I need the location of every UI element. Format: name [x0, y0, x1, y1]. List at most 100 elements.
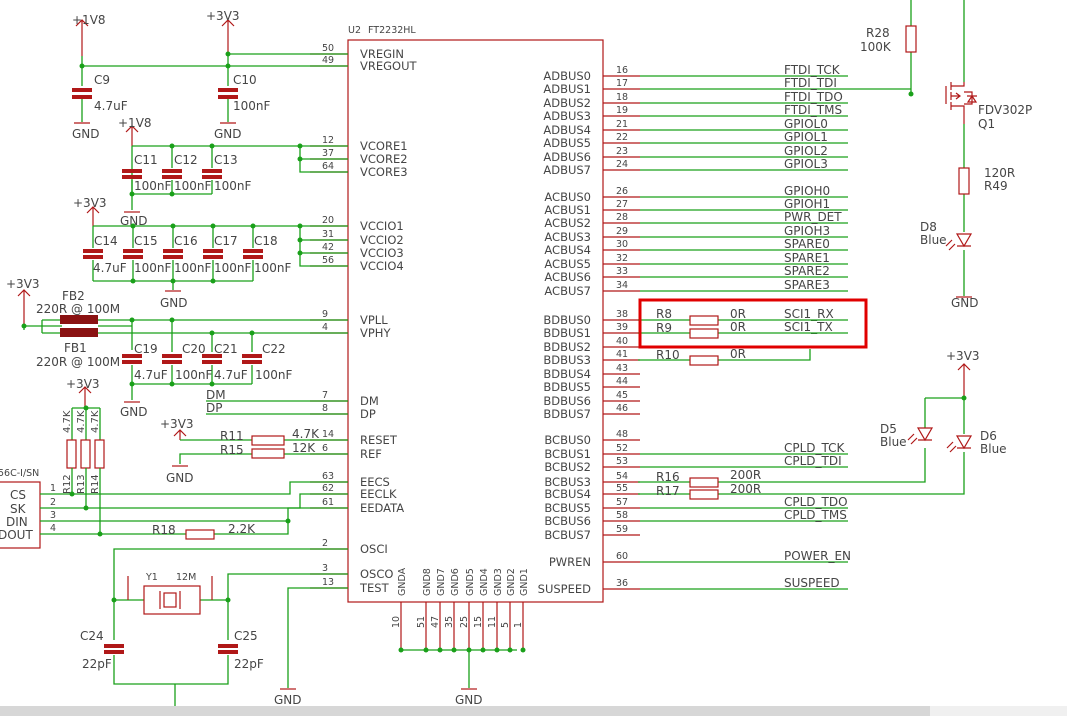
- gnd-vcore-label: GND: [120, 214, 148, 228]
- pin-name-acbus2: ACBUS2: [544, 216, 591, 230]
- pin-num-gnda: 10: [391, 616, 402, 628]
- pin-name-vregin: VREGIN: [360, 47, 404, 61]
- pin-name-bdbus7: BDBUS7: [543, 407, 591, 421]
- pin-name-gnd2: GND2: [506, 568, 517, 596]
- pin-num-bcbus0: 48: [616, 429, 628, 440]
- scrollbar-thumb[interactable]: [930, 706, 1067, 716]
- pin-name-dp: DP: [360, 407, 376, 421]
- pin-name-vcore3: VCORE3: [360, 165, 408, 179]
- pin-num-vccio2: 31: [322, 229, 334, 240]
- pin-name-eecs: EECS: [360, 475, 390, 489]
- c9-ref: C9: [94, 73, 110, 87]
- pin-num-vccio1: 20: [322, 215, 334, 226]
- gnd-junction-gnd1: [520, 647, 526, 653]
- power-1v8-label: +1V8: [72, 13, 106, 27]
- pin-name-bcbus0: BCBUS0: [544, 433, 591, 447]
- pin-num-bcbus7: 59: [616, 524, 628, 535]
- eeprom-num-1: 1: [50, 483, 56, 494]
- net-label-gpiol2: GPIOL2: [784, 144, 828, 158]
- net-label-spare1: SPARE1: [784, 251, 830, 265]
- pin-num-adbus7: 24: [616, 159, 628, 170]
- net-label-cpld-tms: CPLD_TMS: [784, 508, 847, 522]
- c12-ref: C12: [174, 153, 198, 167]
- pin-name-bdbus3: BDBUS3: [543, 353, 591, 367]
- c11-value: 100nF: [134, 179, 172, 193]
- pin-name-bdbus1: BDBUS1: [543, 326, 591, 340]
- c17-value: 100nF: [214, 261, 252, 275]
- pin-num-bdbus1: 39: [616, 322, 628, 333]
- q1-ref: Q1: [978, 117, 995, 131]
- r16-ref: R16: [656, 470, 680, 484]
- pin-name-bdbus2: BDBUS2: [543, 340, 591, 354]
- pin-num-vpll: 9: [322, 309, 328, 320]
- r18-value: 2.2K: [228, 522, 256, 536]
- net-label-spare2: SPARE2: [784, 264, 830, 278]
- pin-num-gnd6: 35: [444, 616, 455, 628]
- r17-value: 200R: [730, 482, 761, 496]
- c20-value: 100nF: [175, 368, 213, 382]
- vccio-decoupling: +3V3 C14 C15 C16 C17 C18 4.7uF 100nF 100…: [73, 196, 348, 310]
- horizontal-scrollbar[interactable]: [0, 706, 1067, 716]
- c24-ref: C24: [80, 629, 104, 643]
- pin-num-adbus6: 23: [616, 146, 628, 157]
- pin-name-adbus4: ADBUS4: [543, 123, 591, 137]
- eeprom-pin-dout: DOUT: [0, 528, 33, 542]
- d8-color: Blue: [920, 233, 947, 247]
- pin-num-gnd4: 15: [473, 616, 484, 628]
- r9-ref: R9: [656, 321, 672, 335]
- pin-num-vcore2: 37: [322, 148, 334, 159]
- pin-num-acbus2: 28: [616, 212, 628, 223]
- r10-value: 0R: [730, 347, 746, 361]
- pin-num-acbus4: 30: [616, 239, 628, 250]
- r17-ref: R17: [656, 484, 680, 498]
- bdbus-resistors: R8 0R R9 0R R10 0R R16 200R R17 200R: [638, 307, 965, 500]
- power-3v3-eeprom-label: +3V3: [66, 377, 100, 391]
- pin-num-acbus5: 32: [616, 253, 628, 264]
- c11-ref: C11: [134, 153, 158, 167]
- net-label-cpld-tdo: CPLD_TDO: [784, 495, 848, 509]
- pin-name-gnda: GNDA: [397, 567, 408, 596]
- pin-name-eedata: EEDATA: [360, 501, 404, 515]
- pin-num-gnd7: 47: [430, 616, 441, 628]
- gnd-ref-label: GND: [166, 471, 194, 485]
- vcore-decoupling: +1V8 C11 C12 C13 100nF 100nF 100nF GND: [118, 116, 348, 228]
- pin-num-vcore3: 64: [322, 161, 334, 172]
- pin-name-gnd6: GND6: [450, 568, 461, 596]
- eeprom-part: 56C-I/SN: [0, 468, 39, 479]
- pin-num-ref: 6: [322, 443, 328, 454]
- y1-value: 12M: [176, 572, 196, 583]
- net-label-gpioh1: GPIOH1: [784, 197, 830, 211]
- c18-value: 100nF: [254, 261, 292, 275]
- power-regin-section: +1V8 +3V3 C9 4.7uF C10 100nF GND GND: [72, 9, 348, 141]
- cpld-led-section: +3V3 D5 Blue D6 Blue: [880, 349, 1007, 456]
- net-label-power-en: POWER_EN: [784, 549, 851, 563]
- gnd-test-label: GND: [274, 693, 302, 707]
- pin-name-ref: REF: [360, 447, 382, 461]
- pin-name-vpll: VPLL: [360, 313, 388, 327]
- net-label-gpiol3: GPIOL3: [784, 157, 828, 171]
- pin-name-bcbus7: BCBUS7: [544, 528, 591, 542]
- c22-value: 100nF: [255, 368, 293, 382]
- pin-name-vccio1: VCCIO1: [360, 219, 404, 233]
- pin-num-acbus7: 34: [616, 280, 628, 291]
- pin-name-acbus7: ACBUS7: [544, 284, 591, 298]
- pin-name-osci: OSCI: [360, 542, 388, 556]
- c25-value: 22pF: [234, 657, 264, 671]
- c24-value: 22pF: [82, 657, 112, 671]
- gnd-chip-label: GND: [455, 693, 483, 707]
- pin-num-bdbus4: 43: [616, 363, 628, 374]
- c14-value: 4.7uF: [93, 261, 127, 275]
- q1-part: FDV302P: [978, 103, 1032, 117]
- pin-num-gnd8: 51: [416, 616, 427, 628]
- c18-ref: C18: [254, 234, 278, 248]
- r14-ref: R14: [90, 474, 101, 494]
- pin-name-acbus1: ACBUS1: [544, 203, 591, 217]
- pin-num-adbus4: 21: [616, 119, 628, 130]
- pin-num-gnd5: 25: [459, 616, 470, 628]
- pin-name-adbus2: ADBUS2: [543, 96, 591, 110]
- pin-num-vphy: 4: [322, 322, 328, 333]
- pin-num-acbus0: 26: [616, 186, 628, 197]
- d5-ref: D5: [880, 422, 897, 436]
- net-label-ftdi-tdi: FTDI_TDI: [784, 76, 837, 90]
